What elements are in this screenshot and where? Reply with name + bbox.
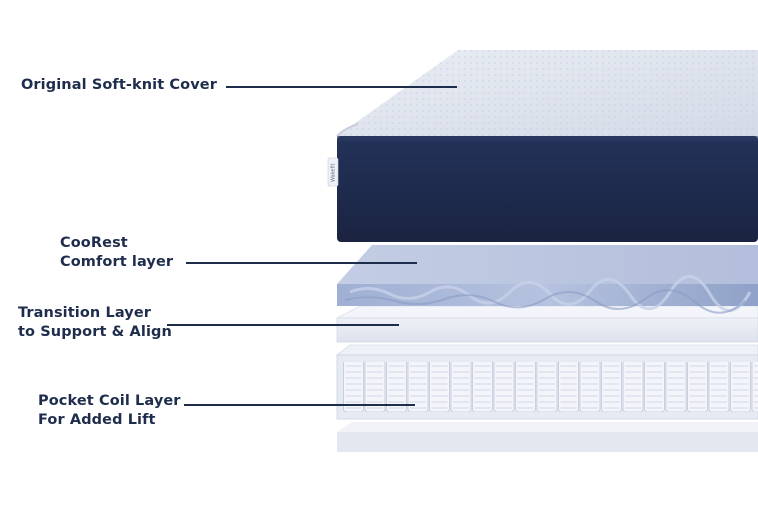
coil-label-line-1: Pocket Coil Layer [38, 393, 181, 409]
brand-tag: Wakefit [327, 157, 339, 187]
brand-tag-text: Wakefit [331, 163, 337, 182]
coil-label: Pocket Coil Layer For Added Lift [38, 392, 181, 430]
cover-leader-line [226, 86, 457, 88]
transition-label: Transition Layer to Support & Align [18, 304, 172, 342]
transition-foam-layer [336, 305, 758, 343]
coil-label-line-2: For Added Lift [38, 412, 156, 428]
base-foam-layer [337, 422, 758, 452]
comfort-label-line-2: Comfort layer [60, 254, 174, 270]
cover-label-line: Original Soft-knit Cover [21, 77, 217, 93]
comfort-label: CooRest Comfort layer [60, 234, 173, 272]
coil-leader-line [184, 404, 415, 406]
cover-label: Original Soft-knit Cover [21, 76, 217, 95]
transition-leader-line [167, 324, 399, 326]
comfort-label-line-1: CooRest [60, 235, 128, 251]
comfort-foam-layer [337, 245, 758, 314]
mattress-cover [336, 50, 758, 242]
transition-label-line-2: to Support & Align [18, 324, 172, 340]
pocket-coil-layer [335, 344, 758, 420]
comfort-leader-line [186, 262, 417, 264]
transition-label-line-1: Transition Layer [18, 305, 152, 321]
